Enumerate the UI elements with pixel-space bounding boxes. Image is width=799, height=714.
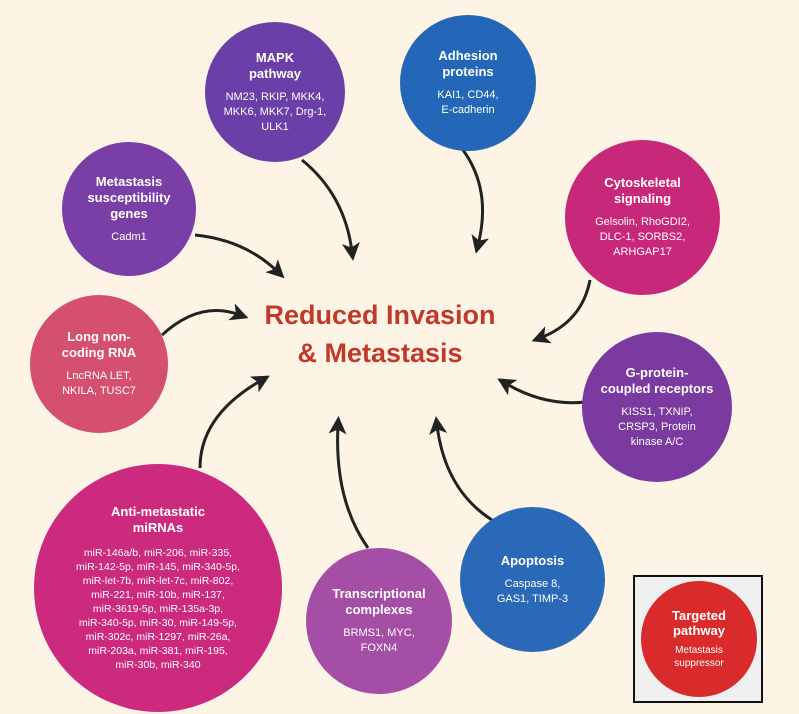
node-mirna-items: miR-146a/b, miR-206, miR-335, miR-142-5p…: [76, 547, 240, 671]
node-gpcr: G-protein- coupled receptors KISS1, TXNI…: [582, 332, 732, 482]
arrow-lncrna: [160, 303, 249, 337]
arrow-mirna: [198, 375, 270, 469]
node-anti-metastatic-mirnas: Anti-metastatic miRNAs miR-146a/b, miR-2…: [34, 464, 282, 712]
legend-circle: Targeted pathway Metastasis suppressor: [641, 581, 757, 697]
node-susceptibility-items: Cadm1: [111, 230, 147, 243]
legend-subtitle: Metastasis suppressor: [674, 645, 724, 669]
arrow-apoptosis: [429, 416, 493, 522]
node-cytoskeletal-signaling: Cytoskeletal signaling Gelsolin, RhoGDI2…: [565, 140, 720, 295]
node-mapk-items: NM23, RKIP, MKK4, MKK6, MKK7, Drg-1, ULK…: [223, 90, 327, 133]
node-mapk-pathway: MAPK pathway NM23, RKIP, MKK4, MKK6, MKK…: [205, 22, 345, 162]
node-cytoskeletal-title: Cytoskeletal signaling: [604, 175, 681, 206]
node-lncrna-title: Long non- coding RNA: [61, 329, 137, 360]
legend-box: Targeted pathway Metastasis suppressor: [633, 575, 763, 703]
node-susceptibility-title: Metastasis susceptibility genes: [87, 173, 171, 221]
node-mapk-title: MAPK pathway: [248, 49, 301, 81]
legend-title: Targeted pathway: [672, 608, 726, 638]
node-apoptosis-title: Apoptosis: [500, 552, 565, 568]
node-adhesion-items: KAI1, CD44, E-cadherin: [437, 89, 499, 116]
node-adhesion-title: Adhesion proteins: [438, 48, 498, 79]
node-transcriptional-title: Transcriptional complexes: [332, 586, 426, 617]
arrow-mapk: [301, 158, 360, 261]
arrow-adhesion: [461, 149, 489, 254]
node-transcriptional-items: BRMS1, MYC, FOXN4: [343, 627, 415, 654]
arrow-cytoskeletal: [531, 279, 592, 344]
arrow-transcriptional: [328, 416, 370, 549]
node-metastasis-susceptibility: Metastasis susceptibility genes Cadm1: [62, 142, 196, 276]
node-adhesion-proteins: Adhesion proteins KAI1, CD44, E-cadherin: [400, 15, 536, 151]
node-lncrna-items: LncRNA LET, NKILA, TUSC7: [62, 370, 136, 397]
node-gpcr-items: KISS1, TXNIP, CRSP3, Protein kinase A/C: [618, 405, 696, 448]
node-mirna-title: Anti-metastatic miRNAs: [111, 504, 205, 535]
arrow-susceptibility: [194, 233, 285, 279]
node-long-noncoding-rna: Long non- coding RNA LncRNA LET, NKILA, …: [30, 295, 168, 433]
node-transcriptional-complexes: Transcriptional complexes BRMS1, MYC, FO…: [306, 548, 452, 694]
node-apoptosis: Apoptosis Caspase 8, GAS1, TIMP-3: [460, 507, 605, 652]
center-title: Reduced Invasion & Metastasis: [264, 300, 496, 368]
node-cytoskeletal-items: Gelsolin, RhoGDI2, DLC-1, SORBS2, ARHGAP…: [595, 216, 690, 258]
node-apoptosis-items: Caspase 8, GAS1, TIMP-3: [496, 577, 569, 605]
node-gpcr-title: G-protein- coupled receptors: [600, 364, 714, 396]
